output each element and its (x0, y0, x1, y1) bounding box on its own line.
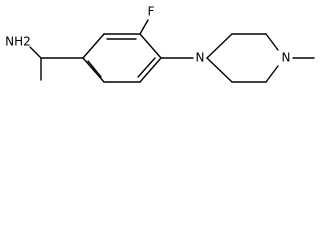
amine-label: NH2 (5, 35, 31, 49)
ring-double-bond-inner-2 (137, 57, 156, 78)
bond-ring-to-fluorine (139, 19, 149, 35)
ring-bond-1 (82, 33, 105, 59)
fluorine-label: F (148, 5, 155, 19)
piperazine-n1-label: N (196, 51, 205, 65)
chemical-structure-diagram: NH2 F N N (5, 5, 315, 83)
piperazine-bond-4 (265, 65, 279, 83)
fluoro-substituent (139, 19, 149, 35)
piperazine-bond-1 (206, 33, 233, 59)
piperazine-group (160, 33, 315, 83)
piperazine-n4-label: N (282, 51, 291, 65)
ring-bond-6 (82, 57, 105, 83)
ring-bond-3 (139, 33, 162, 59)
ring-double-bond-inner-3 (87, 60, 102, 78)
atom-labels: NH2 F N N (5, 5, 290, 65)
bond-alpha-carbon-to-amine (29, 46, 42, 59)
ring-bond-4 (139, 57, 162, 83)
ethylamine-group (29, 46, 84, 81)
piperazine-bond-6 (206, 57, 233, 83)
piperazine-bond-3 (265, 33, 279, 51)
benzene-ring (82, 33, 162, 83)
